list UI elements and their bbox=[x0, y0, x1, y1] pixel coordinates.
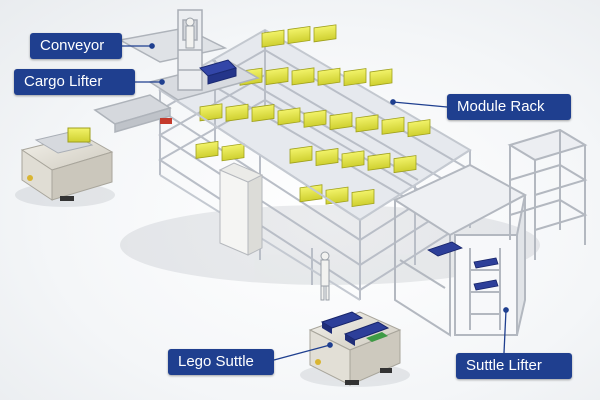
storage-bins bbox=[195, 24, 431, 207]
worker-figure bbox=[185, 17, 330, 301]
blue-tote bbox=[199, 59, 237, 85]
module-rack-label: Module Rack bbox=[447, 94, 571, 120]
suttle-lifter-label: Suttle Lifter bbox=[456, 353, 572, 379]
lego-suttle-label: Lego Suttle bbox=[168, 349, 274, 375]
leader-lines bbox=[122, 43, 509, 361]
red-item bbox=[160, 118, 172, 124]
suttle-lifter bbox=[392, 128, 588, 337]
cargo-lifter-label: Cargo Lifter bbox=[14, 69, 135, 95]
agv-left bbox=[20, 127, 114, 201]
suttle-lifter-batteries bbox=[427, 241, 499, 291]
lego-suttle bbox=[308, 311, 402, 386]
control-cabinet bbox=[218, 162, 264, 256]
cargo-lifter bbox=[177, 9, 203, 91]
conveyor-label: Conveyor bbox=[30, 33, 122, 59]
